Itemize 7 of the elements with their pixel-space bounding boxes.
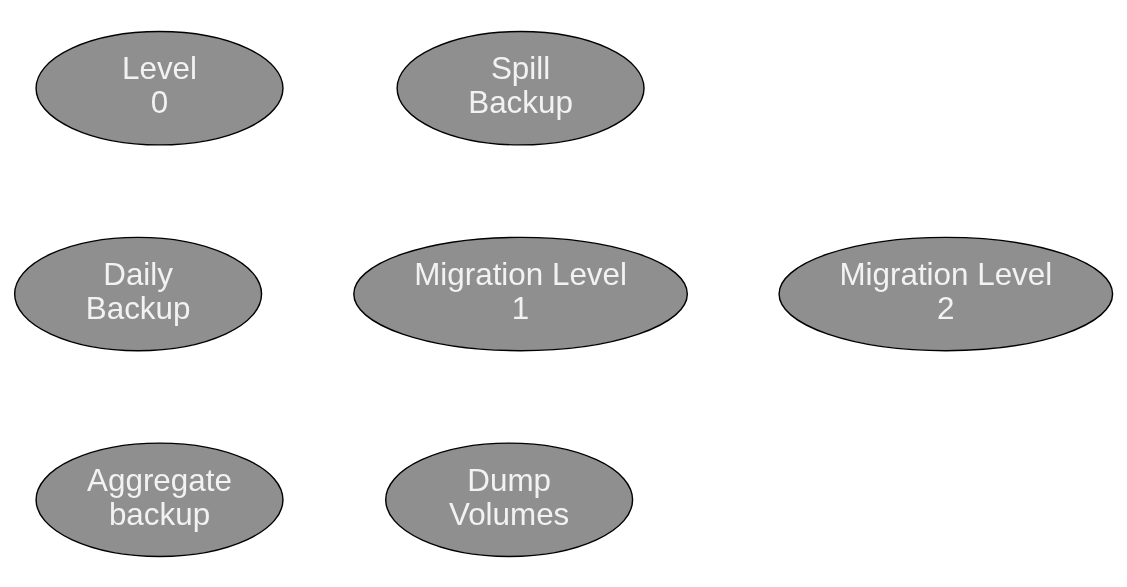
node-ellipse: Aggregate backup [35, 441, 284, 557]
node-ellipse: Spill Backup [396, 30, 645, 146]
node-ellipse: Level 0 [35, 30, 284, 146]
node-ellipse: Dump Volumes [385, 441, 634, 557]
node-ellipse: Migration Level 2 [778, 236, 1114, 351]
node-ellipse: Migration Level 1 [353, 236, 689, 351]
node-ellipse: Daily Backup [13, 236, 263, 351]
